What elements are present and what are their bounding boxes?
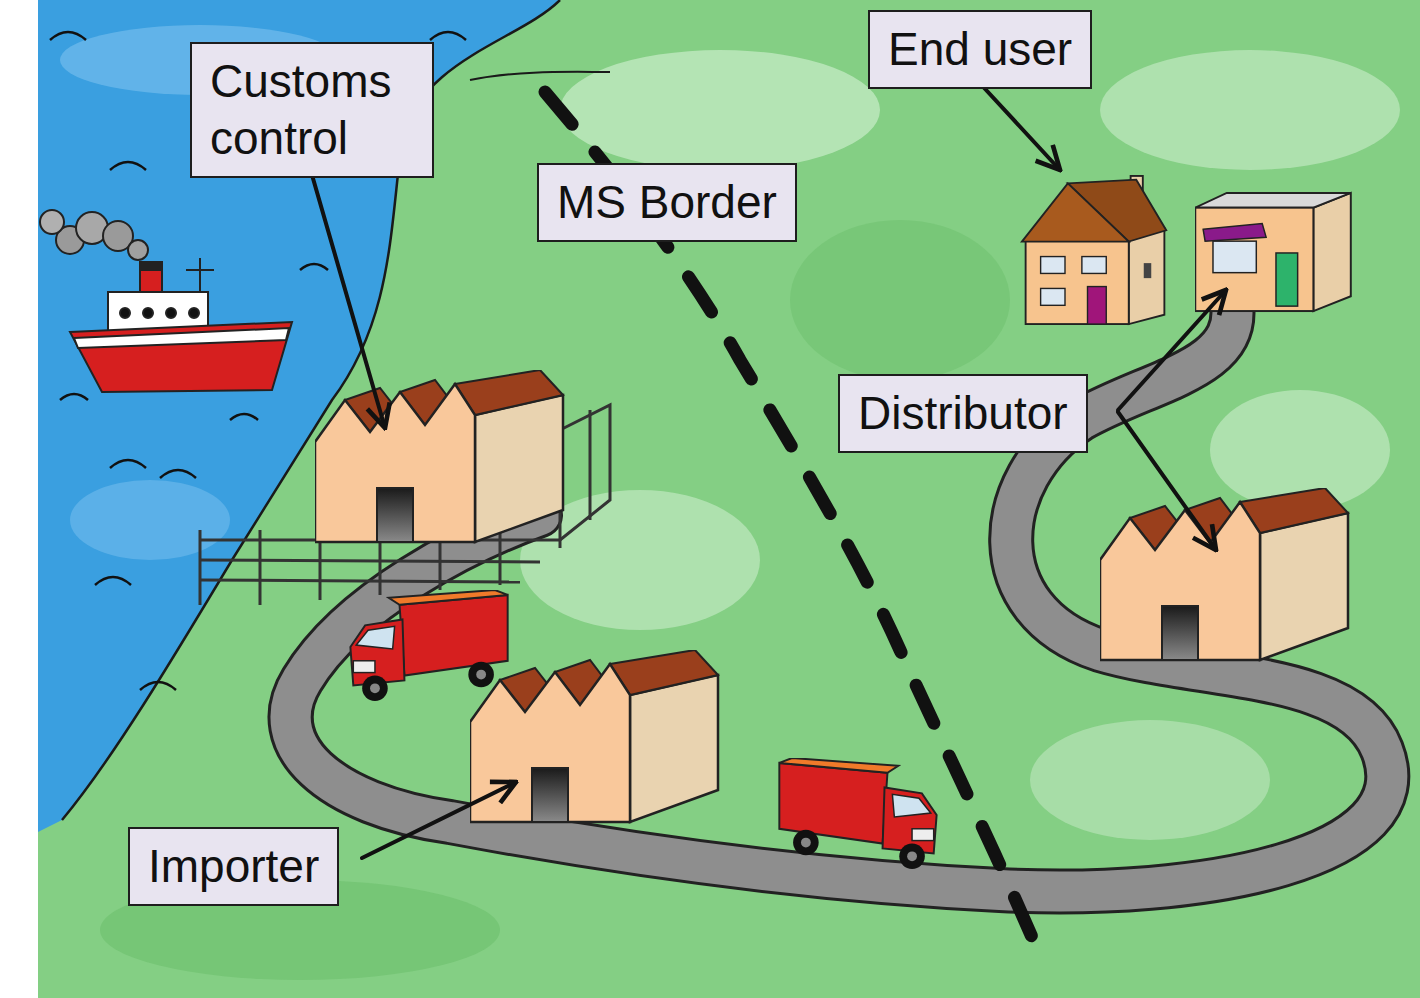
road bbox=[291, 305, 1388, 891]
ship bbox=[40, 210, 64, 234]
callout-text: MS Border bbox=[557, 174, 777, 231]
land bbox=[790, 220, 1010, 380]
ship bbox=[40, 210, 292, 392]
callout-label: MS Border bbox=[537, 163, 797, 242]
waves bbox=[60, 394, 88, 400]
land bbox=[560, 50, 880, 170]
customs-building bbox=[315, 370, 563, 542]
road bbox=[291, 305, 1388, 891]
land bbox=[1030, 720, 1270, 840]
callout-label: Importer bbox=[128, 827, 339, 906]
ship bbox=[74, 328, 289, 348]
distributor-shop bbox=[1195, 193, 1351, 311]
leader-line bbox=[1118, 412, 1216, 550]
customs-fence bbox=[589, 410, 592, 520]
callout-text: Customs control bbox=[210, 53, 414, 167]
truck bbox=[779, 758, 936, 869]
distributor-warehouse bbox=[1100, 488, 1348, 660]
waves bbox=[110, 162, 146, 170]
leader-line bbox=[310, 168, 385, 428]
end-user-house bbox=[1022, 176, 1166, 324]
ship bbox=[143, 308, 153, 318]
callout-text: End user bbox=[888, 21, 1072, 78]
waves bbox=[110, 460, 146, 468]
ship bbox=[128, 240, 148, 260]
ship bbox=[140, 262, 162, 270]
leader-line bbox=[310, 78, 1226, 858]
callout-text: Distributor bbox=[858, 385, 1068, 442]
customs-fence bbox=[259, 530, 262, 605]
waves bbox=[140, 682, 176, 690]
truck bbox=[350, 590, 507, 701]
sea bbox=[70, 480, 230, 560]
callout-label: End user bbox=[868, 10, 1092, 89]
customs-fence bbox=[199, 530, 202, 605]
waves bbox=[50, 32, 86, 40]
callout-label: Distributor bbox=[838, 374, 1088, 453]
ship bbox=[166, 308, 176, 318]
waves bbox=[230, 414, 258, 420]
waves bbox=[300, 264, 328, 270]
customs-fence bbox=[200, 580, 520, 582]
importer-building bbox=[470, 650, 718, 822]
leader-line bbox=[362, 782, 516, 858]
sea bbox=[470, 72, 610, 80]
customs-fence bbox=[200, 560, 540, 562]
truck bbox=[779, 758, 936, 869]
customs-fence bbox=[560, 405, 610, 540]
ship bbox=[70, 322, 292, 392]
waves bbox=[430, 32, 466, 40]
leader-line bbox=[1118, 290, 1226, 410]
customs-fence bbox=[499, 530, 502, 585]
callout-label: Customs control bbox=[190, 42, 434, 178]
leader-line bbox=[975, 78, 1060, 170]
ship bbox=[186, 269, 214, 271]
callout-text: Importer bbox=[148, 838, 319, 895]
road bbox=[291, 305, 1388, 891]
land bbox=[38, 0, 1420, 998]
land bbox=[1100, 50, 1400, 170]
land bbox=[38, 0, 1420, 998]
waves bbox=[95, 577, 131, 585]
ship bbox=[120, 308, 130, 318]
waves bbox=[160, 470, 196, 478]
ship bbox=[189, 308, 199, 318]
